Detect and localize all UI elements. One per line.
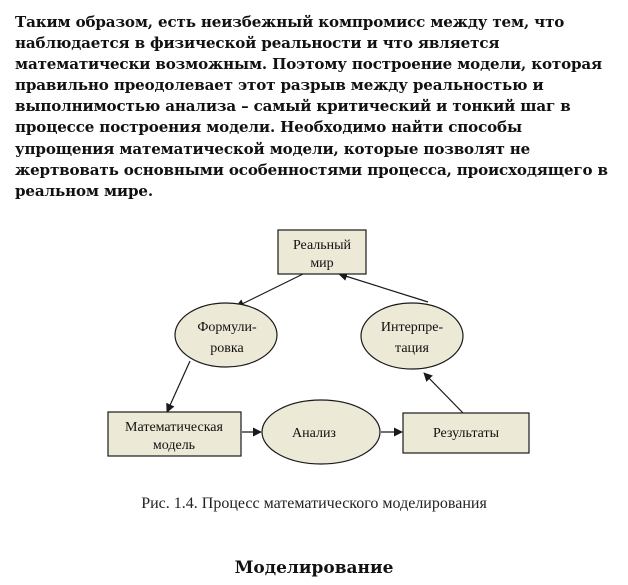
intro-paragraph: Таким образом, есть неизбежный компромис… xyxy=(15,13,608,200)
node-real-world: Реальный мир xyxy=(277,229,367,275)
figure-caption: Рис. 1.4. Процесс математического модели… xyxy=(141,495,487,512)
node-analysis: Анализ xyxy=(261,399,381,465)
node-analysis-label: Анализ xyxy=(292,426,336,441)
node-formulation-line-1: Формули- xyxy=(197,320,257,335)
node-math-model-box xyxy=(107,411,242,457)
arrow-formulation-to-math-model xyxy=(166,360,191,413)
node-math-model: Математическая модель xyxy=(107,411,242,457)
node-math-model-line-2: модель xyxy=(153,438,195,453)
node-formulation: Формули- ровка xyxy=(174,302,278,368)
node-real-world-line-2: мир xyxy=(310,256,333,271)
node-real-world-line-1: Реальный xyxy=(293,238,352,253)
node-analysis-ellipse xyxy=(261,399,381,465)
arrow-results-to-interpretation xyxy=(423,372,465,415)
node-interpretation-line-1: Интерпре- xyxy=(381,320,444,335)
node-real-world-box xyxy=(277,229,367,275)
node-results-label: Результаты xyxy=(433,426,500,441)
node-interpretation: Интерпре- тация xyxy=(360,302,464,370)
node-results: Результаты xyxy=(402,412,530,454)
node-formulation-line-2: ровка xyxy=(210,341,244,356)
arrow-real-world-to-formulation xyxy=(235,273,304,308)
section-title: Моделирование xyxy=(234,558,394,578)
node-formulation-ellipse xyxy=(174,302,278,368)
node-interpretation-ellipse xyxy=(360,302,464,370)
node-math-model-line-1: Математическая xyxy=(125,420,223,435)
arrow-interpretation-to-real-world xyxy=(338,272,429,303)
node-interpretation-line-2: тация xyxy=(395,341,429,356)
node-results-box xyxy=(402,412,530,454)
